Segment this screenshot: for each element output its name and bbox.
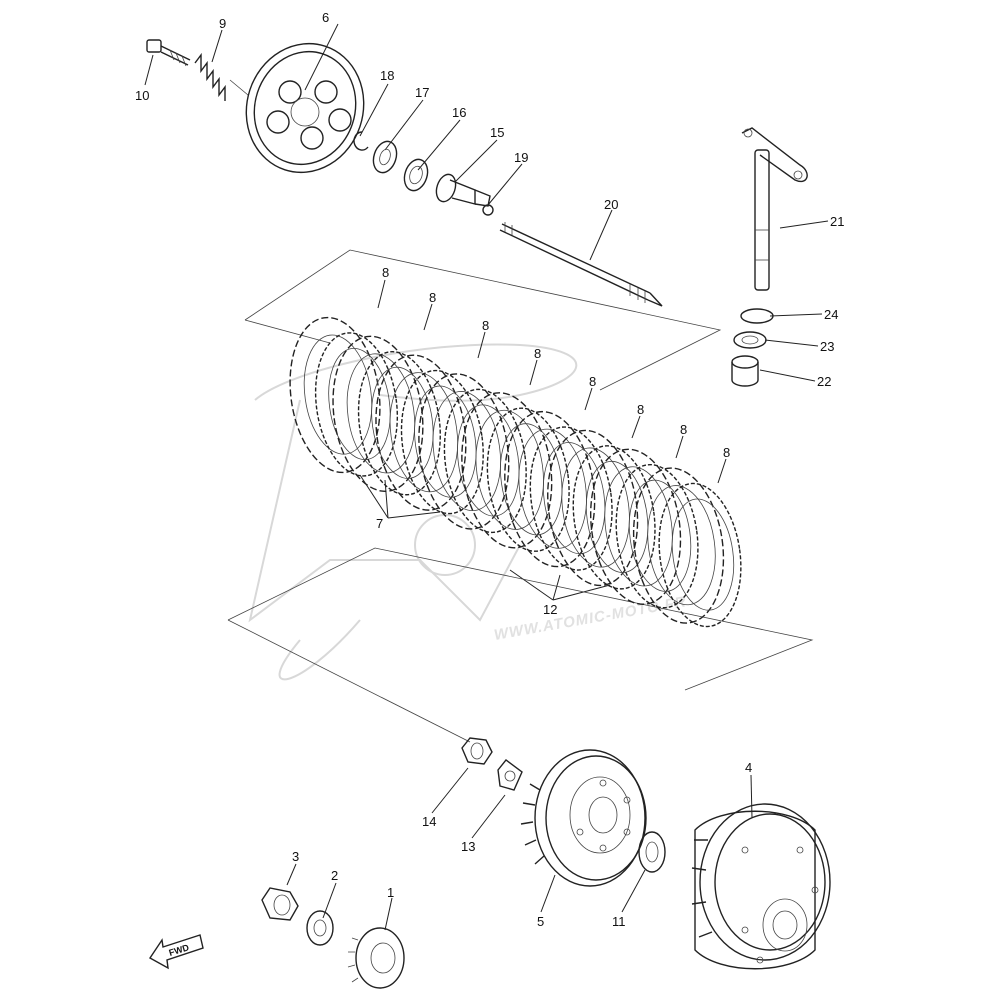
- callout-8c: 8: [482, 318, 489, 333]
- callout-15: 15: [490, 125, 504, 140]
- watermark-text: WWW.ATOMIC-MOTO.FR: [493, 593, 688, 644]
- part-21-lever-shaft: [741, 127, 808, 291]
- plate-inner-rim: [475, 409, 544, 530]
- callout-13: 13: [461, 839, 475, 854]
- callout-8h: 8: [723, 445, 730, 460]
- callout-16: 16: [452, 105, 466, 120]
- friction-plate: [589, 448, 682, 605]
- friction-plate: [504, 410, 596, 568]
- friction-plate: [547, 429, 639, 587]
- callout-8e: 8: [589, 374, 596, 389]
- callout-8a: 8: [382, 265, 389, 280]
- part-16-bearing: [403, 158, 429, 192]
- part-15-push-rod: [435, 173, 491, 207]
- steel-plate: [357, 351, 441, 496]
- plate-inner-rim: [303, 334, 373, 455]
- plate-inner-rim: [389, 372, 458, 493]
- part-14-nut: [461, 737, 493, 765]
- plate-inner-rim: [328, 347, 391, 461]
- plate-inner-rim: [414, 385, 477, 498]
- part-4-clutch-housing: [691, 803, 831, 970]
- callout-8g: 8: [680, 422, 687, 437]
- callout-24: 24: [824, 307, 838, 322]
- callout-23: 23: [820, 339, 834, 354]
- part-10-bolt: [146, 39, 191, 67]
- friction-plate: [461, 392, 553, 549]
- plate-inner-rim: [371, 366, 434, 479]
- assembly-outlines: [227, 249, 814, 743]
- callout-11: 11: [612, 914, 626, 929]
- fwd-arrow-icon: FWD: [148, 934, 204, 970]
- plate-inner-rim: [457, 404, 520, 517]
- part-19-ball: [482, 204, 494, 216]
- callout-14: 14: [422, 814, 436, 829]
- steel-plate: [658, 482, 742, 628]
- part-3-nut: [261, 887, 299, 921]
- callout-7: 7: [376, 516, 383, 531]
- friction-plate: [375, 354, 467, 511]
- steel-plate: [486, 407, 570, 552]
- friction-plate: [418, 373, 510, 530]
- callout-12: 12: [543, 602, 557, 617]
- steel-plate: [529, 426, 613, 571]
- steel-plate: [443, 388, 527, 534]
- part-18-circlip: [353, 131, 369, 151]
- callout-2: 2: [331, 868, 338, 883]
- plate-inner-rim: [518, 428, 587, 549]
- callout-8b: 8: [429, 290, 436, 305]
- part-1-gear: [347, 927, 405, 989]
- plate-inner-rim: [671, 498, 735, 611]
- part-23-oil-seal: [733, 331, 767, 349]
- plate-inner-rim: [561, 447, 630, 568]
- part-24-seal: [740, 308, 774, 324]
- part-11-thrust-washer: [638, 831, 666, 873]
- callout-20: 20: [604, 197, 618, 212]
- steel-plate: [400, 369, 484, 515]
- part-20-rod: [499, 222, 663, 307]
- plate-inner-rim: [432, 391, 501, 512]
- plate-inner-rim: [346, 353, 416, 474]
- callout-18: 18: [380, 68, 394, 83]
- callout-5: 5: [537, 914, 544, 929]
- callout-21: 21: [830, 214, 844, 229]
- callout-4: 4: [745, 760, 752, 775]
- plate-inner-rim: [585, 460, 649, 573]
- friction-plate: [289, 316, 381, 474]
- plate-inner-rim: [647, 485, 716, 606]
- plate-inner-rim: [628, 479, 692, 592]
- plate-inner-rim: [500, 423, 563, 536]
- clutch-plates-stack: [289, 316, 742, 628]
- callout-6: 6: [322, 10, 329, 25]
- callout-3: 3: [292, 849, 299, 864]
- callout-8d: 8: [534, 346, 541, 361]
- callout-22: 22: [817, 374, 831, 389]
- part-9-spring: [194, 52, 249, 101]
- steel-plate: [572, 445, 656, 590]
- callout-labels: 1 2 3 4 5 6 7 8 8 8 8 8 8 8 8 9 10 11 12…: [135, 10, 844, 929]
- part-22-bushing: [731, 355, 759, 387]
- part-17-washer: [372, 140, 398, 174]
- steel-plate: [314, 332, 399, 477]
- callout-17: 17: [415, 85, 429, 100]
- part-6-pressure-plate: [245, 42, 365, 174]
- callout-9: 9: [219, 16, 226, 31]
- steel-plate: [615, 463, 699, 609]
- plate-inner-rim: [543, 442, 606, 555]
- callout-8f: 8: [637, 402, 644, 417]
- part-5-clutch-boss: [520, 749, 647, 887]
- part-13-lock-washer: [497, 759, 523, 791]
- friction-plate: [632, 467, 725, 624]
- part-2-washer: [306, 910, 334, 946]
- callout-1: 1: [387, 885, 394, 900]
- callout-19: 19: [514, 150, 528, 165]
- friction-plate: [332, 335, 424, 493]
- plate-inner-rim: [604, 466, 673, 587]
- callout-10: 10: [135, 88, 149, 103]
- leader-lines: [144, 23, 829, 931]
